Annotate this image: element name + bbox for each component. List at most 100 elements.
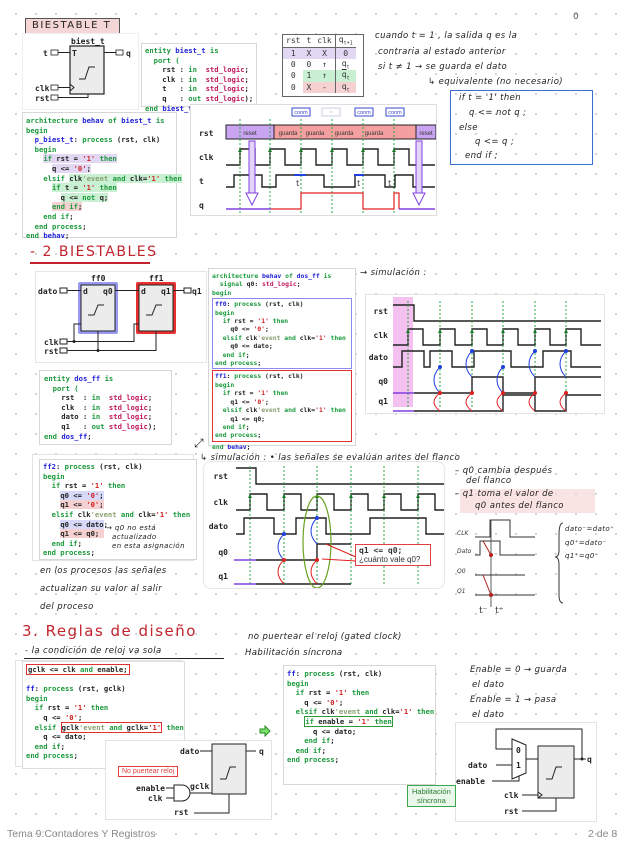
signal-label-rst: rst — [214, 472, 229, 481]
port-box — [59, 338, 68, 345]
port-q: q — [126, 49, 131, 58]
transition-tag-box — [321, 107, 341, 117]
code-line — [26, 675, 181, 685]
q-wave — [271, 192, 400, 210]
ff1-label: ff1 — [149, 274, 164, 283]
no-gate-clock-label: No puertear reloj — [118, 766, 179, 777]
corner-mark: 0 — [573, 12, 579, 22]
out-q1: q1 — [192, 287, 202, 296]
clk-rise-arrow — [501, 329, 505, 333]
cell: X — [322, 48, 327, 58]
bad-in-enable: enable — [136, 784, 165, 793]
dependency-arrow-red — [496, 392, 504, 412]
side-note: q0 antes del flanco — [475, 501, 564, 511]
code-line: q <= '0'; — [26, 712, 83, 722]
dependency-arrow-blue — [465, 350, 473, 378]
dato-wave — [393, 350, 601, 368]
code-line: clk : in std_logic; — [145, 74, 249, 84]
dependency-dot — [282, 532, 286, 536]
sync-enable-label-line: Habilitación — [412, 787, 451, 796]
code-line: begin — [26, 125, 48, 135]
code-line: begin — [215, 380, 235, 389]
in-dato: dato — [38, 287, 57, 296]
bad-code: gclk <= clk and enable; ff: process (rst… — [22, 661, 185, 769]
code-line: elsif clk'event and clk='1' then — [51, 509, 191, 519]
junction — [96, 349, 100, 352]
clk-triangle — [537, 791, 543, 799]
biest-t-symbol: biest_t T t q clk rst — [35, 36, 131, 103]
cell: 0 — [306, 59, 312, 69]
equiv-line: if t = '1' then — [459, 93, 522, 103]
cell: ↑ — [322, 59, 327, 69]
wire — [522, 798, 557, 812]
code-line: clk : in std_logic; — [44, 402, 153, 412]
in-clk: clk — [44, 338, 59, 347]
transition-tag: = — [329, 110, 332, 116]
reset-arrow-head — [412, 192, 426, 207]
dependency-arrow-red — [433, 392, 441, 412]
brace-note: q0⁺=dato⁻ — [565, 539, 607, 547]
brace — [554, 522, 564, 604]
signal-label-q1: q1 — [218, 572, 228, 581]
wire — [194, 794, 230, 814]
code-line: end process; — [215, 431, 262, 440]
code-line: end process; — [26, 221, 87, 231]
rst-segment-label: reset — [243, 131, 257, 137]
block-name: biest_t — [71, 36, 105, 46]
ff0-label: ff0 — [91, 274, 106, 283]
code-line: q1 <= '0'; — [215, 397, 269, 406]
code-line: q <= not q; — [60, 192, 109, 202]
cell: qt — [334, 70, 356, 82]
code-line: t : in std_logic; — [145, 84, 249, 94]
cell: X — [306, 48, 312, 58]
gclk-event-box: gclk'event and gclk='1' — [60, 721, 163, 733]
code-line: if rst = '1' then — [222, 317, 289, 326]
in-rst: rst — [44, 347, 59, 356]
side-note: – q0 cambia después — [455, 466, 553, 476]
code-line: entity biest_t is — [145, 46, 219, 55]
signal-label-q0: q0 — [378, 377, 388, 386]
note-line: cuando t = 1 , la salida q es la — [375, 31, 518, 41]
good-in-rst: rst — [504, 807, 519, 816]
signal-label-q0: q0 — [218, 548, 228, 557]
code-line: ff2: process (rst, clk) — [43, 462, 143, 471]
edge-symbol — [88, 304, 104, 316]
mini-label: CLK — [457, 530, 470, 537]
signal-label-clk: clk — [214, 498, 229, 507]
code-line: begin — [26, 693, 48, 703]
code-line: architecture behav of biest_t is — [26, 116, 165, 125]
code-line: q <= '0'; — [51, 163, 91, 173]
mux-0: 0 — [516, 746, 521, 755]
code-line: p_biest_t: process (rst, clk) — [34, 135, 161, 145]
table-row: 1 X X 0 — [283, 47, 356, 59]
ff0-process-box: ff0: process (rst, clk) begin if rst = '… — [212, 298, 352, 370]
dependency-dot — [282, 558, 286, 562]
clk-rise-arrow — [330, 148, 334, 152]
mini-label: Dato — [457, 548, 472, 555]
dependency-arrow-red — [559, 392, 567, 412]
brace-note: q1⁺=q0⁻ — [565, 552, 599, 560]
process-note: actualizan su valor al salir — [40, 584, 163, 594]
clk-rise-arrow — [533, 329, 537, 333]
rst-segment-label: reset — [419, 131, 433, 137]
cell: 1 — [290, 48, 296, 58]
cell: 0 — [290, 83, 296, 93]
cell: - — [314, 81, 336, 94]
reset-arrow-shaft — [248, 140, 256, 194]
clk-rise-arrow — [282, 494, 286, 498]
dependency-arrow-red — [528, 392, 536, 412]
code-line: end process; — [287, 755, 339, 765]
cell: 0 — [334, 47, 356, 59]
process-note: del proceso — [40, 602, 94, 612]
section2-underline — [30, 262, 150, 264]
code-line: end if; — [43, 538, 82, 548]
side-note-highlight — [460, 489, 595, 513]
note-line: ↳ equivalente (no necesario) — [428, 77, 564, 87]
q1-wave — [414, 394, 601, 412]
signal-label-q1: q1 — [378, 397, 388, 406]
